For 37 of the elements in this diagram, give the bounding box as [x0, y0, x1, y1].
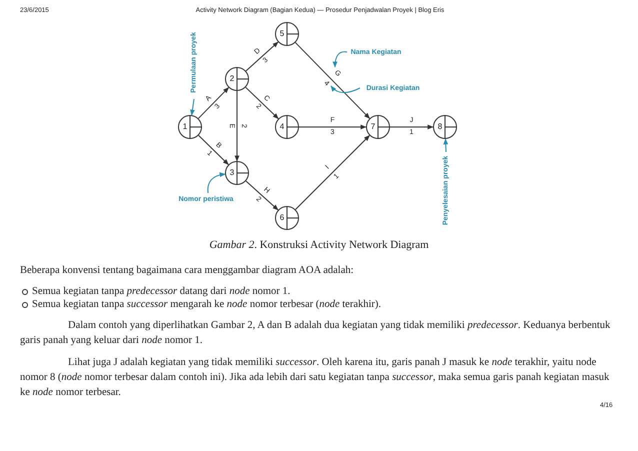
- leader-arrow: [330, 86, 360, 94]
- event-circle: [178, 115, 202, 139]
- figure-caption: Gambar 2. Konstruksi Activity Network Diagram: [208, 239, 430, 251]
- leader-arrow: [207, 172, 226, 194]
- event-circle: [433, 115, 457, 139]
- event-circle: [275, 22, 299, 46]
- event-number: 6: [278, 213, 286, 223]
- leader-arrow: [332, 51, 348, 68]
- paragraph: Beberapa konvensi tentang bagaimana cara menggambar diagram AOA adalah:: [20, 264, 355, 278]
- event-number: 2: [228, 74, 236, 84]
- arrow: [294, 42, 370, 119]
- event-circle: [225, 67, 249, 91]
- arrow: [245, 180, 279, 210]
- leader-arrow: [190, 98, 195, 116]
- leader-arrow: [443, 138, 448, 152]
- event-number: 5: [278, 29, 286, 39]
- arrow: [234, 90, 240, 162]
- arrow: [198, 134, 229, 166]
- event-circle: [275, 206, 299, 230]
- arrow: [390, 124, 434, 130]
- arrow: [245, 86, 279, 120]
- event-number: 8: [436, 122, 444, 132]
- paragraph: Lihat juga J adalah kegiatan yang tidak memiliki successor. Oleh karena itu, garis panah J masuk ke node terakhir, yaitu node nomor 8 (node nomor terbesar dalam contoh ini). Jika ada lebih dari satu kegiatan tanpa successor, maka semua garis panah kegiatan masuk ke node nomor terbesar.: [20, 356, 610, 400]
- event-number: 7: [370, 122, 376, 132]
- bullet-item: Semua kegiatan tanpa successor mengarah ke node nomor terbesar (node terakhir).: [32, 298, 382, 312]
- event-circle: [366, 115, 390, 139]
- bullet-item: Semua kegiatan tanpa predecessor datang dari node nomor 1.: [32, 285, 292, 299]
- event-number: 4: [278, 122, 286, 132]
- arrow: [298, 124, 367, 130]
- event-number: 3: [228, 168, 236, 178]
- event-circle: [225, 161, 249, 185]
- event-number: 1: [182, 122, 188, 132]
- paragraph: Dalam contoh yang diperlihatkan Gambar 2, A dan B adalah dua kegiatan yang tidak memiliki predecessor. Keduanya berbentuk garis panah yang keluar dari node nomor 1.: [20, 319, 612, 348]
- arrow: [294, 134, 370, 210]
- event-circle: [275, 115, 299, 139]
- arrow: [245, 42, 279, 72]
- arrow: [198, 87, 230, 119]
